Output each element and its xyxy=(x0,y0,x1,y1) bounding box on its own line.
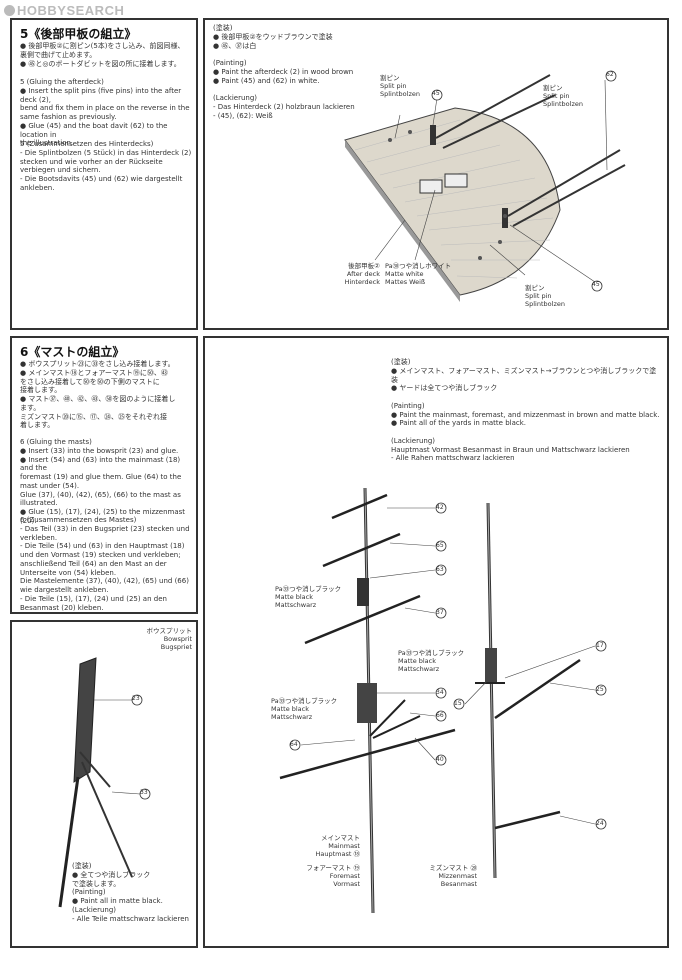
step5-paint: (塗装) ● 後部甲板②をウッドブラウンで塗装 ● ㊺、㊲は白 (Paintin… xyxy=(213,24,355,120)
n34-label: 34 xyxy=(436,689,444,696)
step6-en: 6 (Gluing the masts) ● Insert (33) into … xyxy=(20,438,186,525)
step5-de: 5 (Zusammensetzen des Hinterdecks) - Die… xyxy=(20,140,192,192)
bowsprit-panel: ボウスプリット Bowsprit Bugspriet 23 33 (塗装) ● … xyxy=(10,620,198,948)
n24-label: 24 xyxy=(596,820,604,827)
step5-en: 5 (Gluing the afterdeck) ● Insert the sp… xyxy=(20,78,190,148)
n63-label: 63 xyxy=(436,566,444,573)
split-pin-label-top: 割ピン Split pin Splintbolzen xyxy=(380,74,420,98)
masts-panel: (塗装) ● メインマスト、フォアーマスト、ミズンマスト→ブラウンとつや消しブラ… xyxy=(203,336,669,948)
bowsprit-drawing xyxy=(58,657,151,908)
bowsprit-label: ボウスプリット Bowsprit Bugspriet xyxy=(146,627,193,651)
n62-label: 62 xyxy=(606,71,614,78)
n37-label: 37 xyxy=(436,609,444,616)
step6-text-panel: 6《マストの組立》 ● ボウスプリット㉓に㉝をさし込み接着します。 ● メインマ… xyxy=(10,336,198,614)
n15-label: 15 xyxy=(454,700,462,707)
step5-illustration-panel: (塗装) ● 後部甲板②をウッドブラウンで塗装 ● ㊺、㊲は白 (Paintin… xyxy=(203,18,669,330)
matte-black-label-1: Pa㉝つや消しブラック Matte black Mattschwarz xyxy=(275,585,342,609)
afterdeck-label: 後部甲板② After deck Hinterdeck xyxy=(344,262,380,286)
matte-black-label-2: Pa㉝つや消しブラック Matte black Mattschwarz xyxy=(398,649,465,673)
step5-title: 5《後部甲板の組立》 xyxy=(20,27,137,41)
matte-black-label-3: Pa㉝つや消しブラック Matte black Mattschwarz xyxy=(271,697,338,721)
n40-label: 40 xyxy=(436,756,444,763)
n64-label: 64 xyxy=(290,741,298,748)
n42-label: 42 xyxy=(436,504,444,511)
n66-label: 66 xyxy=(436,712,444,719)
n45a-label: 45 xyxy=(432,90,440,97)
afterdeck-drawing xyxy=(344,70,626,302)
step6-paint: (塗装) ● メインマスト、フォアーマスト、ミズンマスト→ブラウンとつや消しブラ… xyxy=(391,358,660,463)
n65-label: 65 xyxy=(436,542,444,549)
step5-text-panel: 5《後部甲板の組立》 ● 後部甲板②に割ピン(5本)をさし込み、前図同様、 裏側… xyxy=(10,18,198,330)
step5-jp: ● 後部甲板②に割ピン(5本)をさし込み、前図同様、 裏側で曲げて止めます。 ●… xyxy=(20,42,185,68)
n17-label: 17 xyxy=(596,642,604,649)
n45b-label: 45 xyxy=(592,281,600,288)
bowsprit-paint: (塗装) ● 全てつや消しブラック で塗装します。 (Painting) ● P… xyxy=(72,862,189,923)
step6-jp: ● ボウスプリット㉓に㉝をさし込み接着します。 ● メインマスト⑱とフォアーマス… xyxy=(20,360,176,430)
step6-de: 6 (Zusammensetzen des Mastes) - Das Teil… xyxy=(20,516,190,612)
split-pin-label-top2: 割ピン Split pin Splintbolzen xyxy=(543,84,583,108)
split-pin-label-bottom: 割ピン Split pin Splintbolzen xyxy=(525,284,565,308)
matte-white-label: Pa㊳つや消しホワイト Matte white Mattes Weiß xyxy=(385,262,452,286)
n33-label: 33 xyxy=(140,789,148,796)
n25-label: 25 xyxy=(596,686,604,693)
n23-label: 23 xyxy=(132,695,140,702)
mizzenmast-label: ミズンマスト ⑳ Mizzenmast Besanmast xyxy=(429,864,477,888)
masts-drawing xyxy=(279,487,607,914)
step6-title: 6《マストの組立》 xyxy=(20,345,125,359)
watermark: HOBBYSEARCH xyxy=(4,3,124,18)
foremast-label: フォアーマスト ⑲ Foremast Vormast xyxy=(306,864,360,888)
mainmast-label: メインマスト Mainmast Hauptmast ⑱ xyxy=(315,834,360,858)
